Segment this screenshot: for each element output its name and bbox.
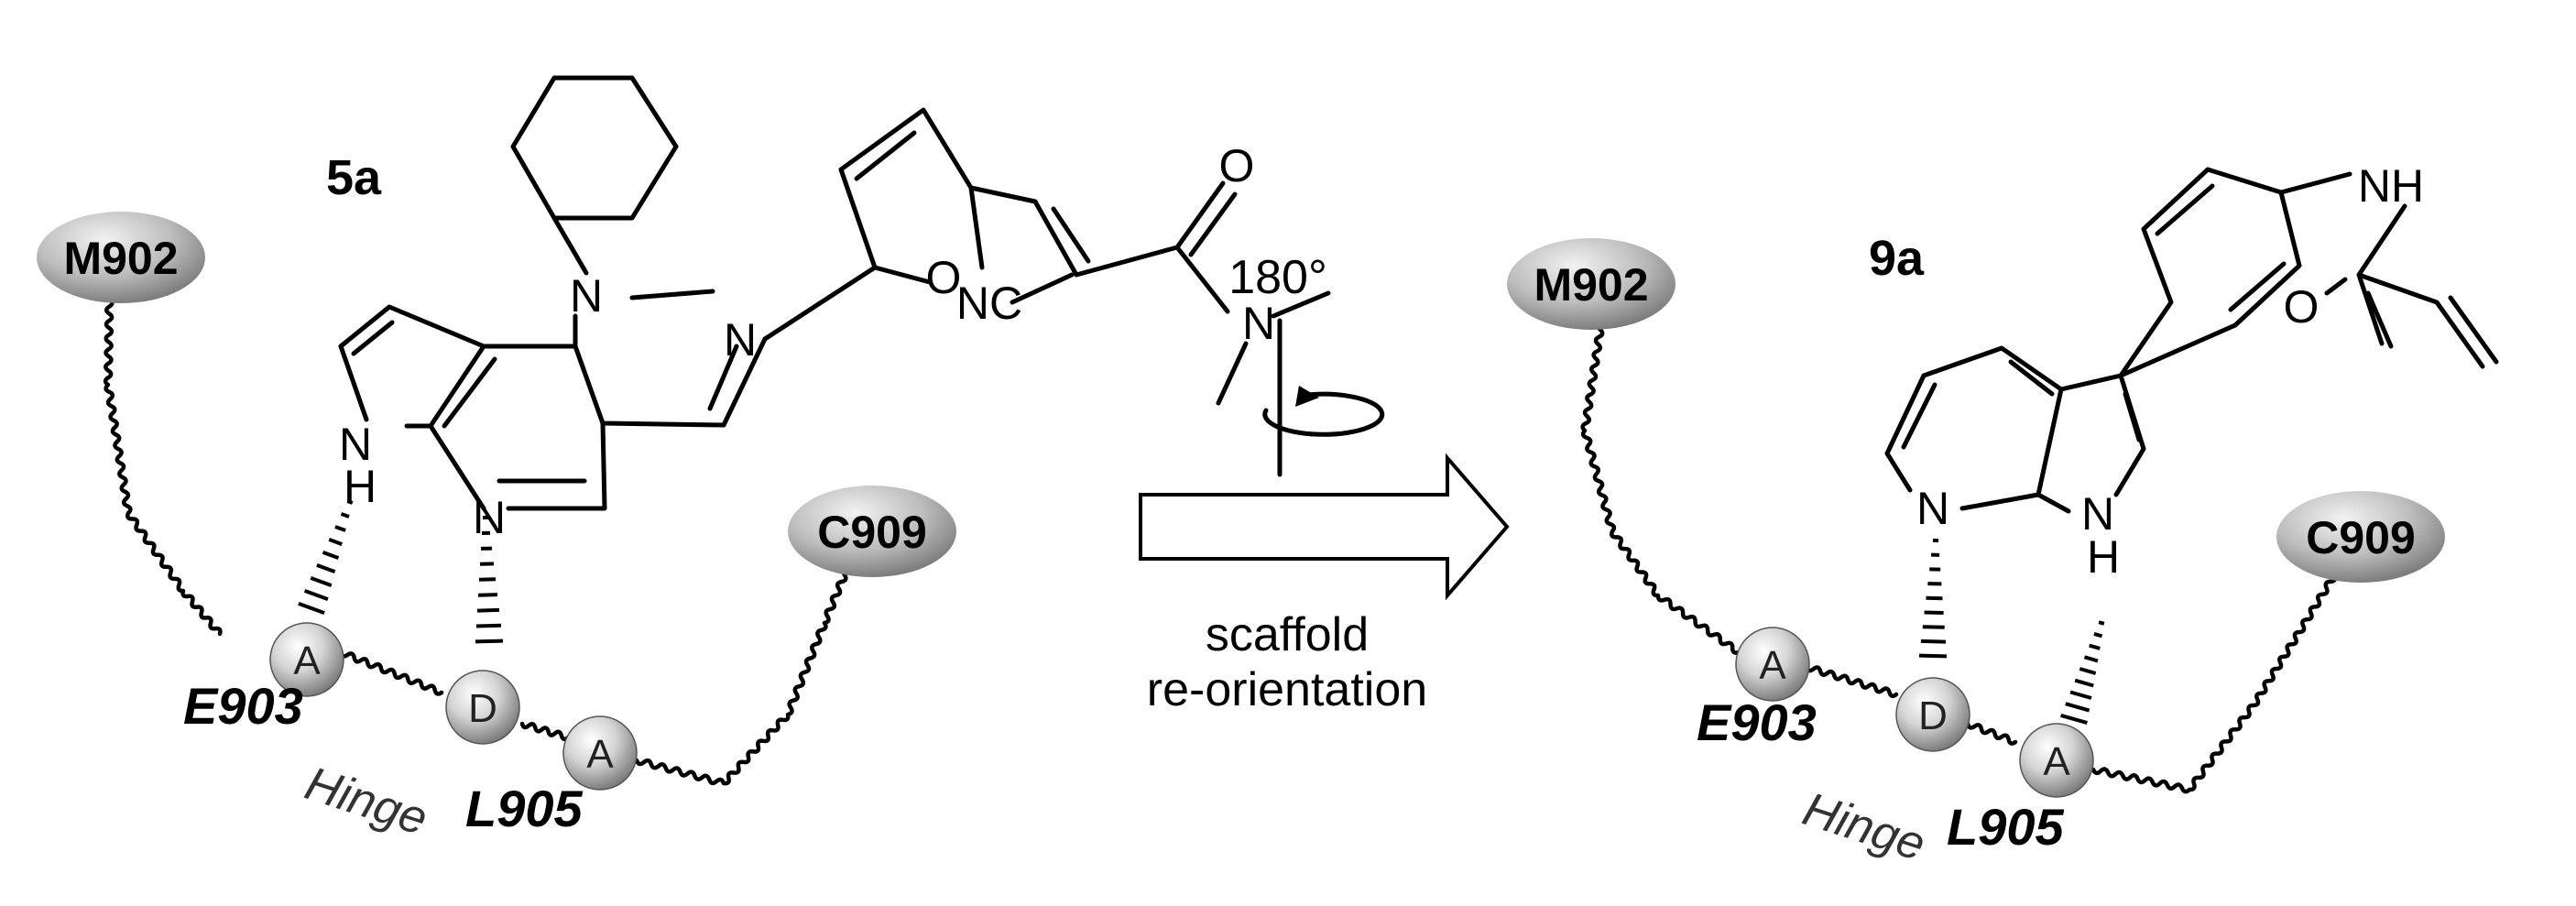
svg-text:D: D <box>468 686 497 731</box>
right-site-acceptor-1: A <box>1735 627 1810 702</box>
right-site-acceptor-2: A <box>2019 723 2094 798</box>
right-backbone-d-a <box>1965 721 2018 746</box>
svg-text:N: N <box>2081 488 2114 540</box>
right-backbone-e903-d <box>1804 664 1899 699</box>
svg-text:N: N <box>1916 483 1949 534</box>
svg-text:NC: NC <box>956 278 1022 329</box>
left-residue-l905: L905 <box>465 780 583 837</box>
left-residue-m902: M902 <box>37 212 205 303</box>
svg-text:N: N <box>473 492 506 543</box>
left-residue-c909: C909 <box>788 486 956 577</box>
left-compound-label: 5a <box>326 150 382 205</box>
right-residue-m902: M902 <box>1507 238 1675 330</box>
right-panel: M902 C909 A D A E903 L905 Hinge 9a <box>1507 160 2499 871</box>
svg-text:H: H <box>2087 531 2120 583</box>
caption-line-1: scaffold <box>1206 608 1369 661</box>
svg-text:O: O <box>1219 140 1255 191</box>
left-site-acceptor-1: A <box>269 622 344 697</box>
rotation-arrow-icon <box>1262 386 1385 437</box>
left-backbone-l905-a <box>519 721 571 742</box>
left-hinge-label: Hinge <box>299 757 433 846</box>
left-hbond-n-donor <box>475 515 504 644</box>
caption-line-2: re-orientation <box>1147 663 1427 716</box>
left-site-acceptor-2: A <box>562 715 638 791</box>
svg-text:O: O <box>2284 281 2319 333</box>
right-residue-c909-label: C909 <box>2306 512 2416 563</box>
left-residue-e903: E903 <box>183 677 303 735</box>
left-residue-c909-label: C909 <box>817 507 927 558</box>
left-panel: M902 C909 A D A E903 L905 Hinge 5a <box>37 75 1331 846</box>
svg-text:O: O <box>926 252 962 303</box>
svg-text:D: D <box>1918 693 1948 738</box>
right-hinge-label: Hinge <box>1796 782 1931 871</box>
svg-text:A: A <box>1759 643 1786 688</box>
right-residue-m902-label: M902 <box>1534 259 1648 311</box>
svg-text:N: N <box>570 270 603 322</box>
svg-text:NH: NH <box>2358 160 2424 212</box>
right-backbone-m902-e903 <box>1580 320 1741 655</box>
left-site-donor: D <box>445 670 520 745</box>
right-backbone-a-c909 <box>2090 573 2338 794</box>
left-backbone-a-c909 <box>634 565 850 786</box>
left-backbone-e903-l905 <box>338 649 444 696</box>
right-residue-l905: L905 <box>1947 798 2064 856</box>
svg-text:A: A <box>586 732 614 777</box>
left-residue-m902-label: M902 <box>63 233 178 284</box>
svg-text:N: N <box>1242 298 1275 349</box>
svg-text:A: A <box>2043 739 2070 784</box>
svg-text:A: A <box>293 639 321 683</box>
reorientation-arrow-icon <box>1139 453 1510 601</box>
right-hbond-nh-acceptor <box>2060 620 2105 726</box>
molecule-5a: N N N N H O NC O N <box>338 75 1331 543</box>
svg-text:H: H <box>344 461 377 512</box>
rotation-label: 180° <box>1228 251 1327 304</box>
left-hbond-nh-acceptor <box>298 499 354 615</box>
right-residue-c909: C909 <box>2276 491 2445 583</box>
svg-text:N: N <box>724 314 757 366</box>
molecule-9a: N N H NH O <box>1884 160 2499 583</box>
right-compound-label: 9a <box>1869 231 1925 286</box>
svg-text:N: N <box>339 419 372 470</box>
center-transition: 180° scaffold re-orientation <box>1139 251 1510 716</box>
right-hbond-n-donor <box>1918 538 1948 659</box>
left-backbone-m902-e903 <box>103 261 223 637</box>
right-site-donor: D <box>1895 677 1970 752</box>
right-residue-e903: E903 <box>1697 693 1817 751</box>
